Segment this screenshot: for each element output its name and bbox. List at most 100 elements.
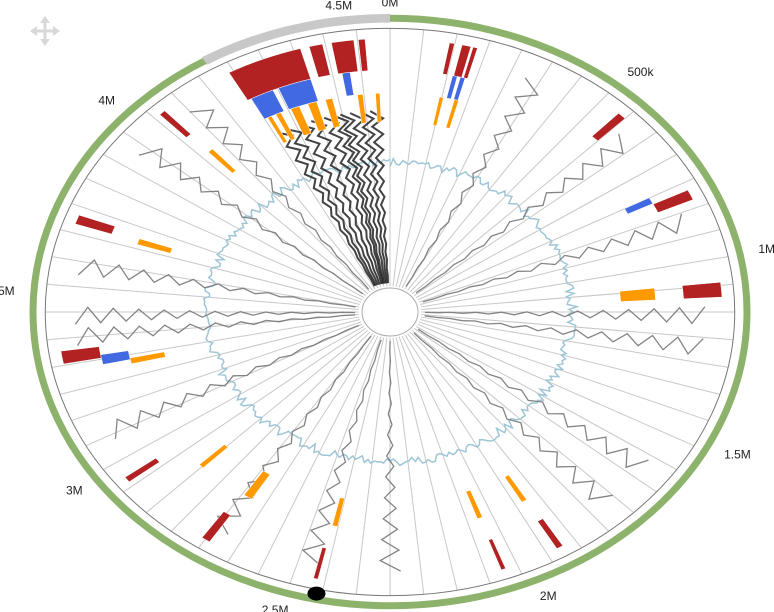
grid-spoke	[395, 337, 458, 591]
link-zigzag	[138, 147, 364, 295]
center-hole	[361, 287, 419, 337]
link-zigzag	[114, 324, 360, 440]
grid-spoke	[103, 153, 365, 299]
grid-spoke	[404, 334, 553, 563]
grid-spoke	[420, 229, 721, 305]
link-zigzag	[424, 306, 706, 325]
grid-spoke	[409, 331, 610, 532]
tick-label: 4.5M	[325, 0, 352, 12]
grid-spoke	[421, 283, 734, 310]
grid-spoke	[85, 323, 363, 447]
link-zigzag	[378, 340, 401, 572]
feature-red	[591, 112, 626, 142]
feature-red	[488, 538, 506, 571]
link-zigzag	[359, 111, 388, 284]
grid-spoke	[59, 229, 360, 305]
feature-red	[159, 110, 192, 138]
grid-spoke	[71, 321, 362, 422]
feature-orange	[465, 489, 483, 520]
grid-spoke	[227, 334, 376, 563]
grid-spoke	[411, 329, 635, 513]
grid-spoke	[401, 335, 523, 575]
track-outer-border	[44, 27, 736, 597]
grid-spoke	[355, 337, 388, 595]
grid-spoke	[289, 336, 382, 584]
grid-spoke	[418, 202, 709, 303]
position-marker[interactable]	[307, 586, 326, 601]
grid-spoke	[145, 111, 369, 295]
grid-spoke	[407, 75, 582, 291]
grid-spoke	[415, 153, 677, 299]
feature-orange	[199, 444, 229, 469]
feature-red	[124, 457, 160, 483]
grid-spoke	[123, 131, 366, 296]
feature-orange	[375, 93, 382, 123]
link-zigzag	[189, 109, 370, 290]
link-zigzag	[216, 335, 372, 535]
grid-spoke	[420, 316, 729, 368]
genome-backbone[interactable]	[29, 13, 751, 610]
grid-spoke	[398, 40, 491, 288]
feature-orange	[129, 351, 166, 365]
tick-label: 3M	[66, 484, 83, 498]
link-zigzag	[74, 306, 356, 325]
grid-spoke	[71, 202, 362, 303]
grid-spoke	[392, 337, 425, 595]
feature-blue	[250, 89, 285, 120]
grid-spoke	[51, 256, 360, 308]
position-marker-dot[interactable]	[307, 586, 326, 601]
grid-spoke	[170, 331, 371, 532]
tick-label: 500k	[627, 65, 654, 79]
link-zigzag	[298, 123, 379, 286]
move-arrows-icon[interactable]	[28, 14, 62, 48]
link-zigzag	[77, 259, 356, 308]
link-zigzag	[405, 77, 539, 287]
grid-spoke	[322, 337, 385, 591]
link-zigzag	[349, 112, 387, 284]
feature-blue	[341, 72, 355, 97]
link-zigzag	[286, 128, 377, 287]
grid-spoke	[414, 131, 657, 296]
grid-spoke	[398, 336, 491, 584]
feature-red	[358, 38, 369, 72]
grid-spoke	[415, 325, 677, 471]
feature-orange	[357, 94, 367, 124]
link-zigzag	[311, 120, 381, 285]
grid-spoke	[392, 29, 425, 287]
grid-spoke	[257, 335, 379, 575]
grid-spoke	[145, 329, 369, 513]
grid-spoke	[407, 333, 582, 549]
feature-red	[442, 42, 455, 75]
grid-spoke	[103, 325, 365, 471]
feature-red	[330, 39, 359, 75]
feature-red	[308, 43, 331, 78]
link-zigzag	[413, 332, 613, 501]
feature-orange	[267, 115, 288, 144]
tick-label: 2M	[540, 589, 557, 603]
feature-orange	[504, 474, 528, 503]
feature-red	[537, 518, 564, 549]
link-zigzag	[333, 114, 384, 285]
feature-tracks	[60, 38, 723, 580]
tick-label: 1M	[758, 242, 774, 256]
selected-region	[201, 13, 390, 65]
feature-red	[652, 189, 694, 213]
tick-label: 0M	[382, 0, 399, 9]
tick-label: 2.5M	[262, 603, 289, 612]
grid-spoke	[46, 283, 359, 310]
tick-label: 3.5M	[0, 284, 15, 298]
link-zigzag	[417, 328, 649, 469]
link-zigzag	[277, 131, 376, 287]
link-tracks	[74, 77, 706, 572]
grid-spoke	[170, 92, 371, 293]
feature-red	[681, 281, 723, 300]
feature-red	[74, 214, 116, 235]
feature-red	[313, 547, 327, 580]
grid-spoke	[414, 328, 657, 493]
grid-spoke	[123, 328, 366, 493]
grid-spoke	[395, 33, 458, 287]
feature-red	[60, 346, 102, 365]
feature-orange	[445, 99, 459, 129]
